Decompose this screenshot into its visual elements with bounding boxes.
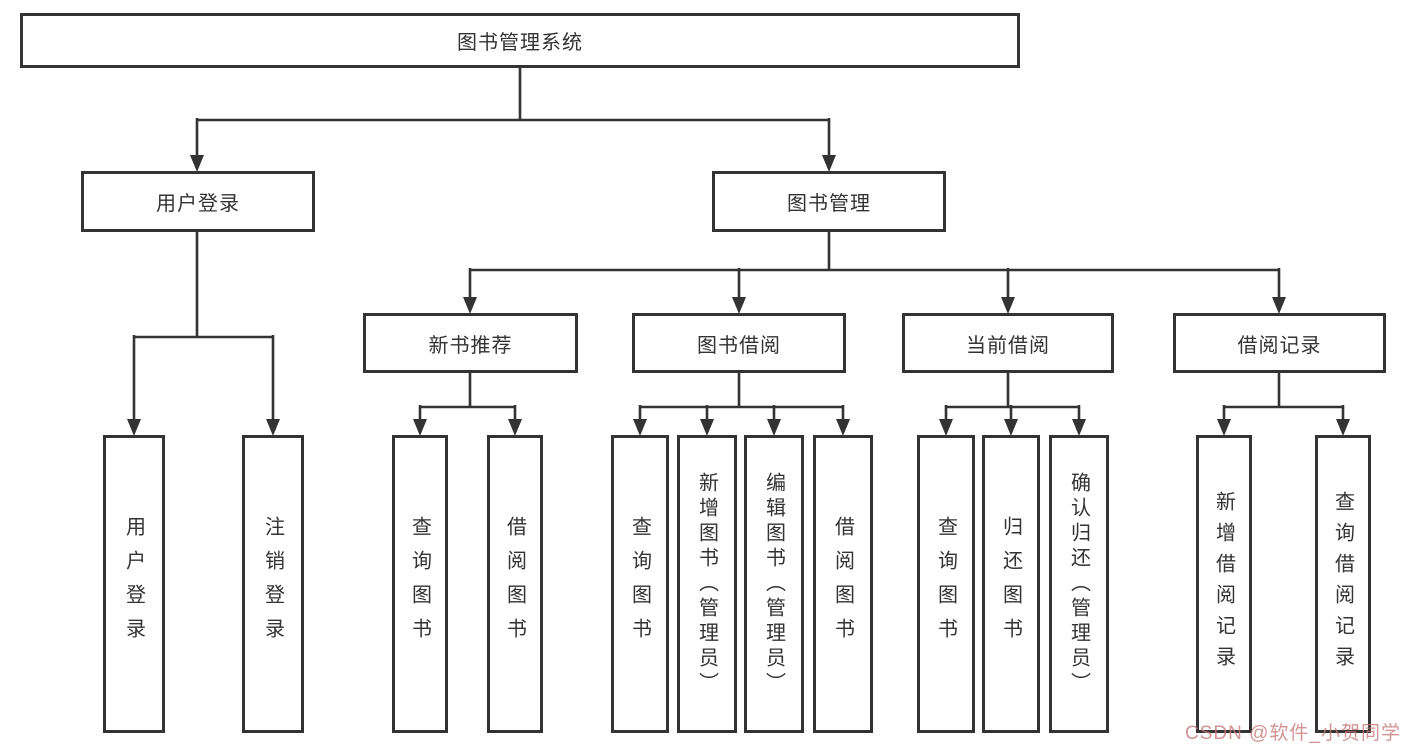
leaf-return-books: 归还图书 xyxy=(982,435,1040,733)
leaf-confirm-return-admin: 确认归还（管理员） xyxy=(1049,435,1109,733)
node-book-borrow: 图书借阅 xyxy=(632,313,846,373)
arrowheads xyxy=(127,155,1350,436)
leaf-borrow-books: 借阅图书 xyxy=(813,435,873,733)
leaf-query-borrow-record: 查询借阅记录 xyxy=(1315,435,1371,733)
leaf-borrow-books-recommend: 借阅图书 xyxy=(487,435,543,733)
leaf-add-borrow-record: 新增借阅记录 xyxy=(1196,435,1252,733)
leaf-query-books-current: 查询图书 xyxy=(917,435,975,733)
leaf-query-books-borrow: 查询图书 xyxy=(611,435,669,733)
node-root-system: 图书管理系统 xyxy=(20,13,1020,68)
node-current-borrow: 当前借阅 xyxy=(902,313,1114,373)
node-user-login: 用户登录 xyxy=(81,171,315,232)
leaf-query-books-recommend: 查询图书 xyxy=(392,435,448,733)
leaf-add-book-admin: 新增图书（管理员） xyxy=(677,435,737,733)
node-new-book-recommend: 新书推荐 xyxy=(363,313,578,373)
node-borrow-records: 借阅记录 xyxy=(1173,313,1386,373)
node-book-management: 图书管理 xyxy=(712,171,946,232)
leaf-user-login: 用户登录 xyxy=(103,435,165,733)
csdn-watermark: CSDN @软件_小贺同学 xyxy=(1185,723,1401,744)
leaf-logout: 注销登录 xyxy=(242,435,304,733)
leaf-edit-book-admin: 编辑图书（管理员） xyxy=(744,435,804,733)
